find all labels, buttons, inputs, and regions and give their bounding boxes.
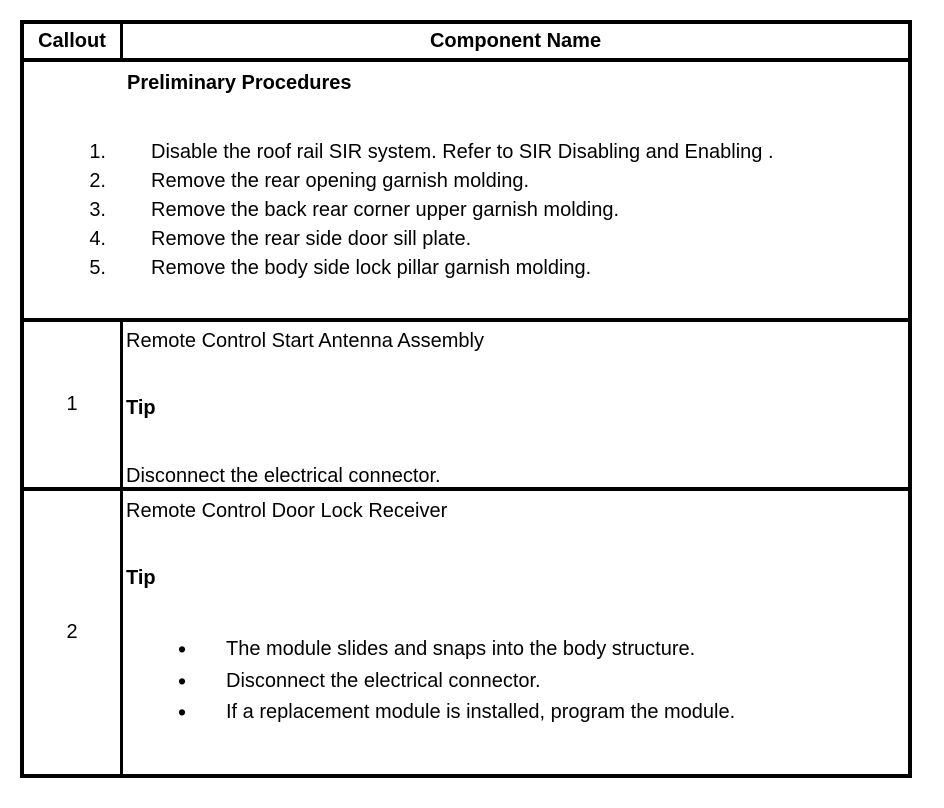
component-title: Remote Control Start Antenna Assembly bbox=[126, 330, 484, 352]
list-item: 1. Disable the roof rail SIR system. Ref… bbox=[24, 138, 908, 167]
list-item: 5. Remove the body side lock pillar garn… bbox=[24, 254, 908, 283]
bullet-icon: • bbox=[178, 636, 187, 662]
preliminary-procedures-title: Preliminary Procedures bbox=[127, 72, 352, 94]
list-item: 4. Remove the rear side door sill plate. bbox=[24, 225, 908, 254]
table-row-callout-2: 2 Remote Control Door Lock Receiver Tip … bbox=[24, 491, 908, 774]
tip-label: Tip bbox=[126, 567, 156, 589]
table-header-row: Callout Component Name bbox=[24, 24, 908, 62]
list-item: 3. Remove the back rear corner upper gar… bbox=[24, 196, 908, 225]
component-cell: Remote Control Door Lock Receiver Tip • … bbox=[123, 491, 908, 774]
preliminary-steps-list: 1. Disable the roof rail SIR system. Ref… bbox=[24, 138, 908, 283]
callout-number: 2 bbox=[24, 491, 123, 774]
component-name-column-header: Component Name bbox=[429, 29, 602, 52]
bullet-icon: • bbox=[178, 699, 187, 725]
tip-label: Tip bbox=[126, 397, 156, 419]
step-number: 4. bbox=[89, 228, 106, 250]
component-title: Remote Control Door Lock Receiver bbox=[126, 500, 448, 522]
step-text: Disable the roof rail SIR system. Refer … bbox=[151, 141, 774, 163]
table-row-callout-1: 1 Remote Control Start Antenna Assembly … bbox=[24, 322, 908, 491]
step-text: Remove the rear side door sill plate. bbox=[151, 228, 472, 250]
step-number: 3. bbox=[89, 199, 106, 221]
step-text: Remove the back rear corner upper garnis… bbox=[151, 199, 620, 221]
step-number: 5. bbox=[89, 257, 106, 279]
list-item: 2. Remove the rear opening garnish moldi… bbox=[24, 167, 908, 196]
table-row-preliminary-procedures: Preliminary Procedures 1. Disable the ro… bbox=[24, 62, 908, 322]
component-cell: Remote Control Start Antenna Assembly Ti… bbox=[123, 322, 908, 487]
step-number: 2. bbox=[89, 170, 106, 192]
step-text: Remove the body side lock pillar garnish… bbox=[151, 257, 592, 279]
bullet-text: Disconnect the electrical connector. bbox=[226, 669, 541, 692]
list-item: • If a replacement module is installed, … bbox=[126, 697, 902, 729]
callout-number: 1 bbox=[24, 322, 123, 487]
list-item: • Disconnect the electrical connector. bbox=[126, 666, 902, 698]
bullet-text: The module slides and snaps into the bod… bbox=[226, 638, 696, 660]
step-text: Remove the rear opening garnish molding. bbox=[151, 170, 529, 192]
bullet-icon: • bbox=[178, 667, 187, 694]
component-callout-table: Callout Component Name Preliminary Proce… bbox=[20, 20, 912, 778]
bullet-text: If a replacement module is installed, pr… bbox=[226, 701, 736, 723]
callout-column-header: Callout bbox=[24, 24, 123, 58]
tip-bullet-list: • The module slides and snaps into the b… bbox=[126, 634, 902, 729]
list-item: • The module slides and snaps into the b… bbox=[126, 634, 902, 666]
step-number: 1. bbox=[89, 141, 106, 163]
tip-note-text: Disconnect the electrical connector. bbox=[126, 465, 441, 487]
